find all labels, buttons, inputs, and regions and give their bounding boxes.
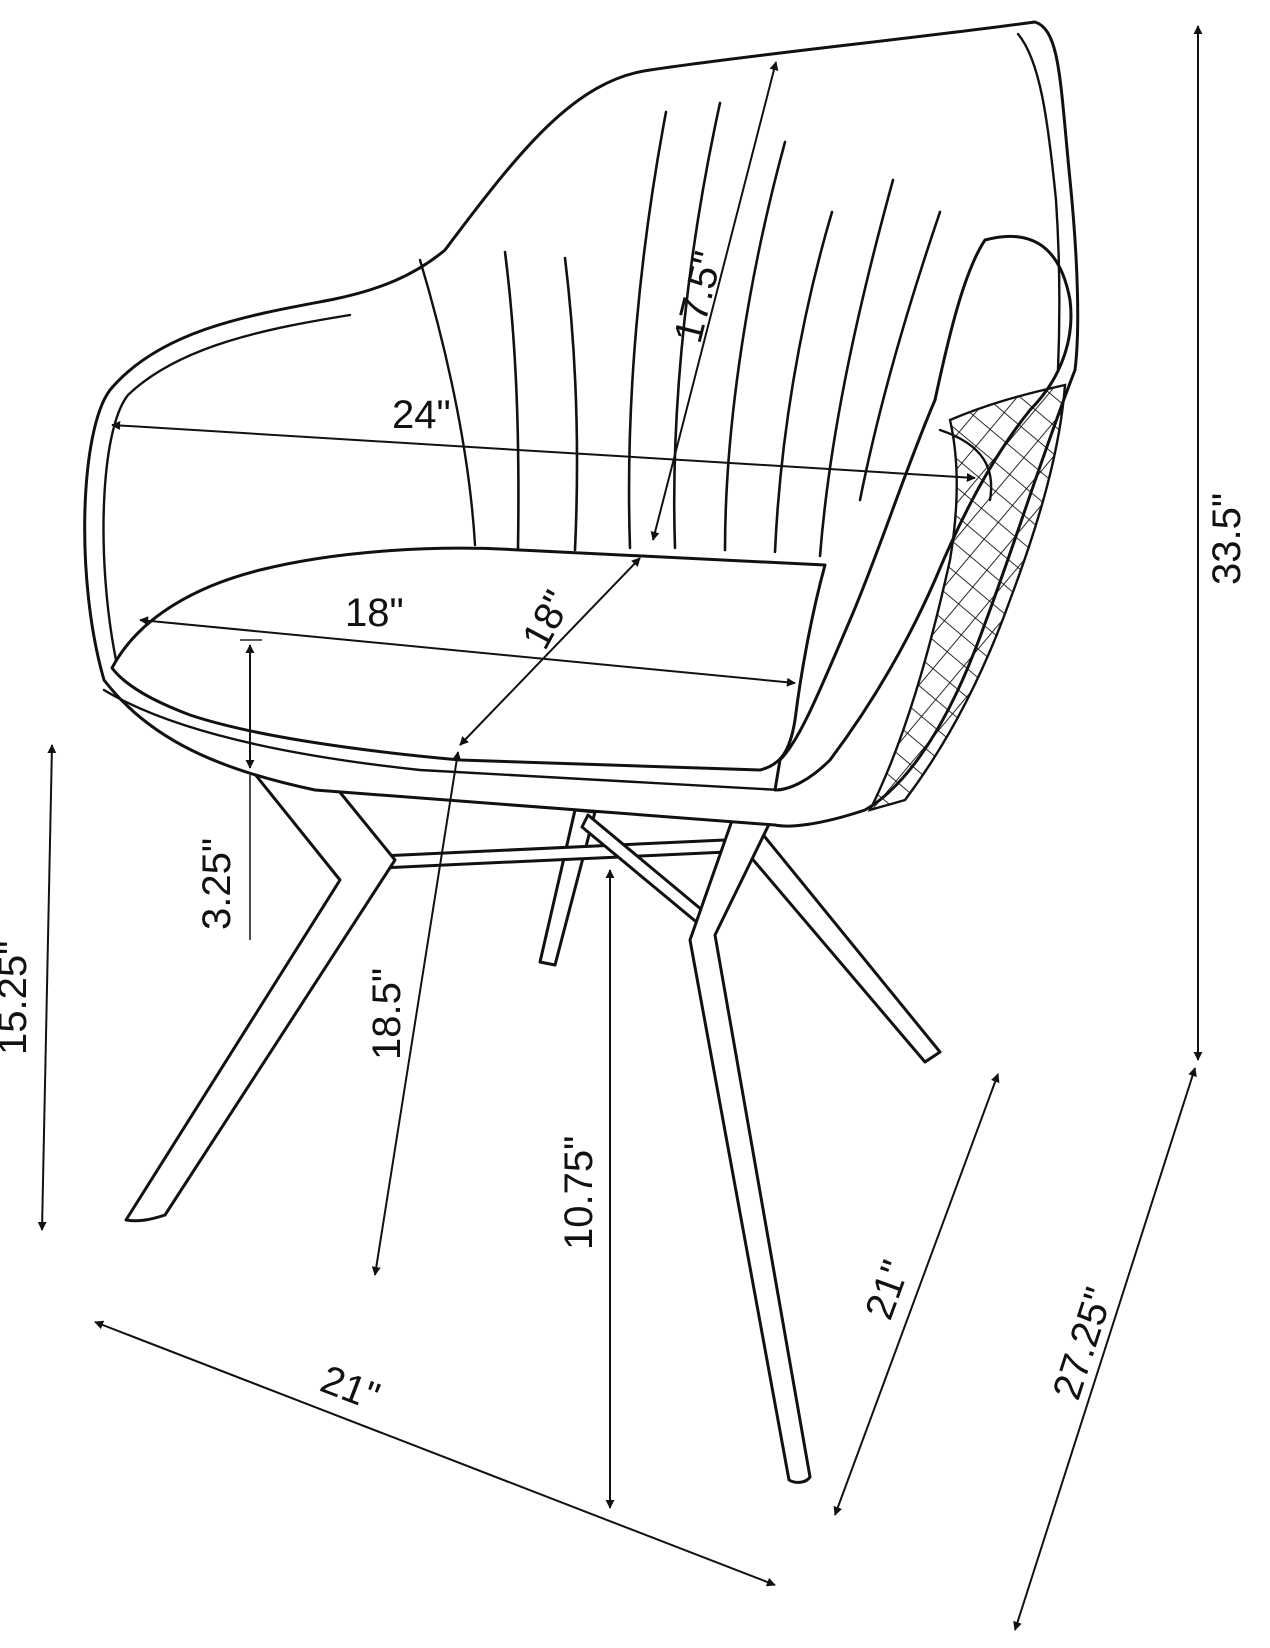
dim-line-seat-depth	[459, 557, 641, 746]
leg-back-center	[538, 808, 597, 967]
dim-line-overall-diagonal	[1013, 1067, 1197, 1631]
dim-line-overall-depth	[833, 1073, 1000, 1516]
chair-body	[83, 20, 1080, 828]
base-cross-brace	[378, 838, 729, 870]
pleat-7	[818, 178, 895, 558]
label-overall-diagonal: 27.25"	[1045, 1282, 1122, 1404]
pleat-2	[563, 256, 579, 552]
label-clearance: 10.75"	[557, 1136, 601, 1250]
dim-line-arm-height	[37, 744, 57, 1231]
dim-line-seat-height	[371, 751, 462, 1276]
label-overall-height: 33.5"	[1205, 493, 1249, 585]
quilted-back-panel	[867, 383, 1067, 812]
label-arm-height: 15.25"	[0, 941, 35, 1055]
leg-front-left	[124, 766, 397, 1223]
dim-line-back-height	[650, 61, 779, 541]
dim-line-overall-width	[94, 1320, 776, 1587]
dimension-lines	[37, 25, 1203, 1631]
label-arm-width: 24"	[392, 393, 451, 437]
chair-base	[124, 766, 942, 1484]
arm-left-piping	[102, 313, 352, 662]
back-inner-edge	[418, 258, 477, 547]
leg-back-right	[736, 824, 942, 1064]
pleat-1	[503, 250, 520, 550]
leg-front-right	[688, 810, 812, 1484]
back-piping	[1016, 32, 1061, 372]
dim-line-arm-width	[111, 421, 976, 482]
base-diagonal-brace	[580, 813, 710, 927]
label-cushion: 3.25"	[195, 838, 239, 930]
label-seat-height: 18.5"	[365, 968, 409, 1060]
label-seat-width: 18"	[345, 591, 404, 635]
